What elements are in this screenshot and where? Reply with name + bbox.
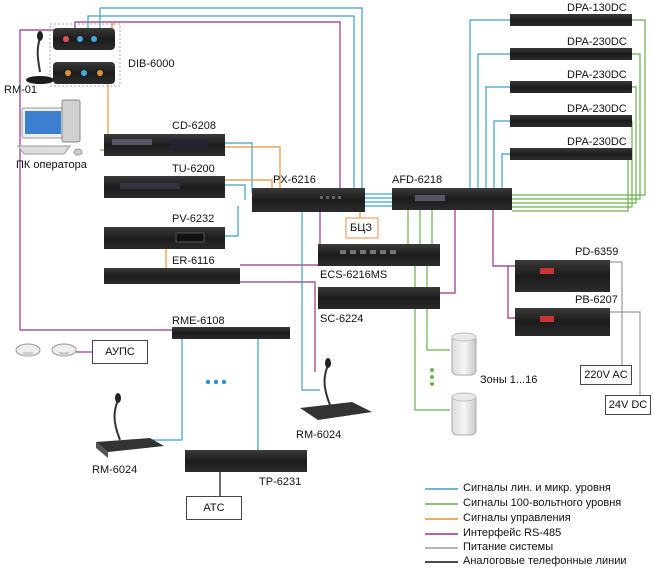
legend-v100: Сигналы 100-вольтного уровня bbox=[463, 497, 622, 509]
tp-6231-device bbox=[185, 450, 307, 472]
pb-6207-label: PB-6207 bbox=[575, 294, 618, 306]
ac-label: 220V AC bbox=[584, 369, 628, 381]
cd-6208-device bbox=[104, 134, 225, 156]
dpa-230dc-device-3 bbox=[510, 115, 632, 127]
pb-6207-device bbox=[515, 308, 610, 336]
legend-control: Сигналы управления bbox=[463, 512, 571, 524]
pd-6359-label: PD-6359 bbox=[575, 246, 619, 258]
ecs-6216ms-label: ECS-6216MS bbox=[320, 269, 388, 281]
v100-lines bbox=[407, 19, 646, 411]
pc-label: ПК оператора bbox=[16, 159, 87, 171]
px-6216-device bbox=[252, 188, 365, 212]
dc-box: 24V DC bbox=[605, 395, 651, 415]
legend-rs485: Интерфейс RS-485 bbox=[463, 527, 562, 539]
tu-6200-label: TU-6200 bbox=[172, 163, 215, 175]
sc-6224-label: SC-6224 bbox=[320, 313, 364, 325]
rm-6024-right-label: RM-6024 bbox=[296, 429, 342, 441]
rme-6108-label: RME-6108 bbox=[172, 315, 225, 327]
sc-6224-device bbox=[318, 287, 440, 309]
legend-swatches bbox=[425, 488, 458, 563]
ecs-6216ms-device bbox=[318, 244, 440, 266]
pv-6232-device bbox=[104, 227, 225, 249]
aups-box: АУПС bbox=[92, 340, 148, 364]
zone-dots bbox=[430, 368, 434, 386]
rme-6108-device bbox=[172, 327, 290, 339]
rm-6024-left bbox=[96, 393, 164, 458]
legend-phone: Аналоговые телефонные линии bbox=[463, 555, 627, 567]
zones-label: Зоны 1...16 bbox=[480, 374, 538, 386]
dpa-130dc-device bbox=[510, 14, 632, 26]
dpa-230dc-device-1 bbox=[510, 48, 632, 60]
ats-box: АТС bbox=[186, 496, 242, 520]
dpa-230dc-device-2 bbox=[510, 81, 632, 93]
dpa-230dc-label-1: DPA-230DC bbox=[567, 36, 627, 48]
tp-6231-label: TP-6231 bbox=[259, 476, 302, 488]
dpa-230dc-label-4: DPA-230DC bbox=[567, 136, 627, 148]
er-6116-device bbox=[104, 268, 240, 284]
bcz-label: БЦЗ bbox=[350, 222, 372, 234]
bcz-frame bbox=[345, 217, 379, 239]
legend-signal: Сигналы лин. и микр. уровня bbox=[463, 482, 611, 494]
rm-6024-left-label: RM-6024 bbox=[92, 464, 138, 476]
afd-6218-device bbox=[392, 188, 512, 210]
ats-label: АТС bbox=[203, 502, 225, 514]
dpa-230dc-label-3: DPA-230DC bbox=[567, 103, 627, 115]
dib-6000-label: DIB-6000 bbox=[128, 58, 175, 70]
tu-6200-device bbox=[104, 176, 225, 198]
afd-6218-label: AFD-6218 bbox=[392, 174, 443, 186]
dc-label: 24V DC bbox=[608, 399, 648, 411]
pd-6359-device bbox=[515, 260, 610, 292]
cd-6208-label: CD-6208 bbox=[172, 120, 217, 132]
dib-6000-device bbox=[49, 23, 121, 87]
rm-6024-right bbox=[300, 358, 372, 420]
legend-power: Питание системы bbox=[463, 541, 554, 553]
rm-01-label: RM-01 bbox=[4, 84, 38, 96]
rm-01-mic bbox=[26, 31, 54, 84]
pc-device bbox=[17, 99, 83, 156]
speaker-upper bbox=[451, 332, 477, 376]
pv-6232-label: PV-6232 bbox=[172, 213, 215, 225]
smoke-detectors bbox=[15, 343, 92, 357]
dpa-130dc-label: DPA-130DC bbox=[567, 2, 627, 14]
dpa-230dc-device-4 bbox=[510, 148, 632, 160]
ellipsis-dots bbox=[205, 379, 227, 385]
aups-label: АУПС bbox=[105, 346, 135, 358]
dpa-230dc-label-2: DPA-230DC bbox=[567, 69, 627, 81]
power-lines bbox=[610, 261, 641, 395]
er-6116-label: ER-6116 bbox=[172, 255, 215, 267]
ac-box: 220V AC bbox=[580, 365, 632, 385]
speaker-lower bbox=[451, 392, 477, 436]
px-6216-label: PX-6216 bbox=[273, 174, 316, 186]
